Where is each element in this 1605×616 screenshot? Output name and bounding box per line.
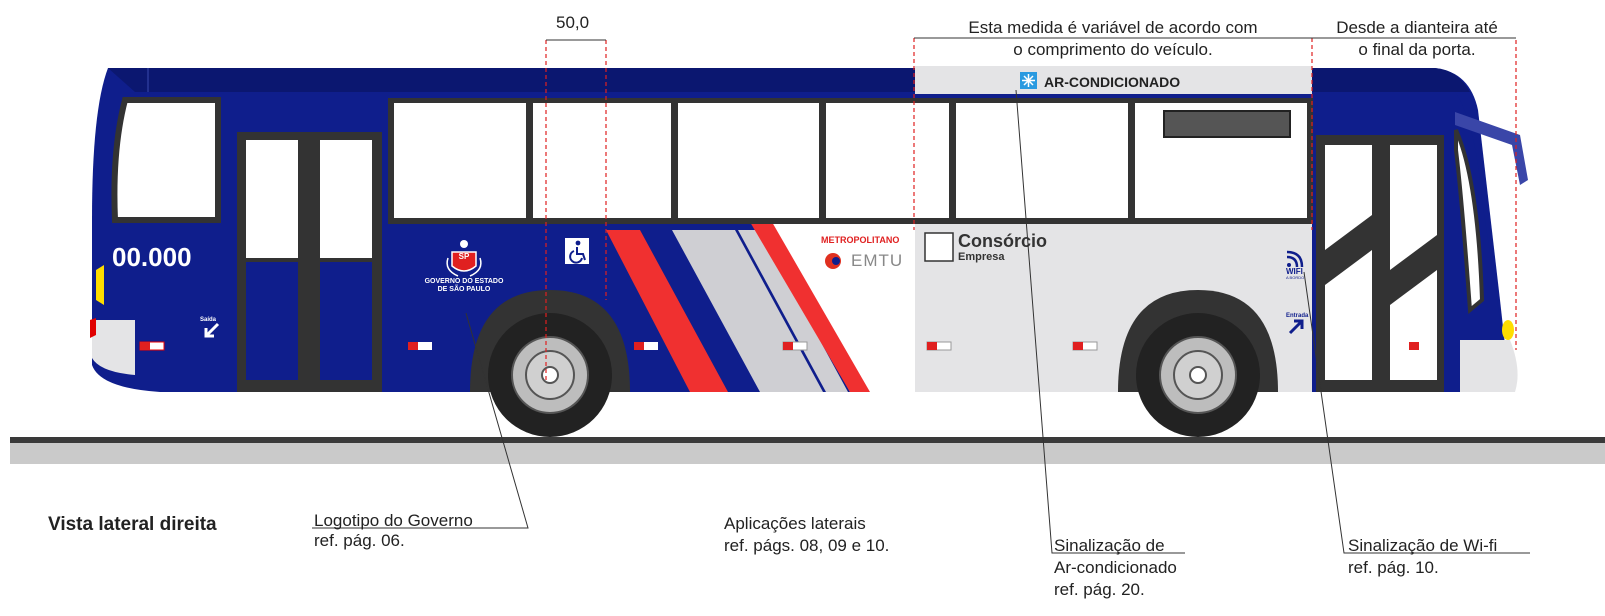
- callout-gov-title: Logotipo do Governo: [314, 511, 473, 530]
- rear-wheel: [488, 313, 612, 437]
- variable-measure-note-line1: Esta medida é variável de acordo com: [968, 18, 1258, 37]
- mirror: [1455, 112, 1528, 185]
- consorcio-label: Consórcio: [958, 231, 1048, 251]
- front-bumper: [1460, 340, 1518, 392]
- callout-leaders: [312, 89, 1530, 554]
- ac-band-label: AR-CONDICIONADO: [1044, 74, 1181, 90]
- callout-ac-title2: Ar-condicionado: [1054, 558, 1177, 577]
- side-destination-display: [1163, 110, 1291, 138]
- wifi-sub-label: A BORDO: [1286, 275, 1305, 280]
- entry-arrow-icon: [1288, 319, 1304, 335]
- stripe-grey-2: [738, 230, 848, 392]
- gov-logo-line2: DE SÃO PAULO: [437, 286, 491, 293]
- stripe-grey-1: [672, 230, 823, 392]
- entry-label: Entrada: [1286, 313, 1309, 319]
- callout-wifi-title: Sinalização de Wi-fi: [1348, 536, 1498, 555]
- emtu-label: EMTU: [851, 251, 904, 270]
- stripe-red-2: [750, 222, 870, 392]
- fleet-number: 00.000: [112, 242, 192, 272]
- front-to-door-note-line2: o final da porta.: [1358, 40, 1476, 59]
- dimension-guides: [545, 38, 1517, 380]
- empresa-label: Empresa: [958, 251, 1005, 263]
- callout-side-ref: ref. págs. 08, 09 e 10.: [724, 536, 890, 555]
- callout-side-title: Aplicações laterais: [724, 514, 866, 533]
- wifi-label: WIFI: [1286, 267, 1303, 276]
- front-wheel: [1136, 313, 1260, 437]
- gov-logo-initials: SP: [458, 252, 470, 261]
- exit-label: Saída: [200, 317, 217, 323]
- side-marker-lights: [139, 341, 1433, 351]
- gov-logo-line1: GOVERNO DO ESTADO: [424, 278, 504, 285]
- ac-band: [915, 66, 1312, 94]
- wifi-icon: [1286, 250, 1304, 268]
- sp-coat-of-arms-icon: [446, 240, 482, 277]
- front-to-door-note-line1: Desde a dianteira até: [1336, 18, 1498, 37]
- callout-wifi-ref: ref. pág. 10.: [1348, 558, 1439, 577]
- metropolitano-label: METROPOLITANO: [821, 235, 900, 245]
- white-panel: [760, 220, 915, 392]
- exit-arrow-icon: [204, 322, 220, 338]
- dimension-label: 50,0: [556, 13, 590, 32]
- view-title: Vista lateral direita: [48, 514, 217, 535]
- rear-window: [111, 97, 221, 223]
- windshield: [1454, 129, 1485, 315]
- variable-measure-note-line2: o comprimento do veículo.: [1013, 40, 1213, 59]
- front-light: [1502, 320, 1514, 340]
- callout-ac-ref: ref. pág. 20.: [1054, 580, 1145, 599]
- rear-bumper: [92, 320, 135, 375]
- rear-light: [96, 265, 104, 305]
- callout-ac-title: Sinalização de: [1054, 536, 1165, 555]
- road-surface: [10, 443, 1605, 464]
- stripe-red-1: [606, 230, 728, 392]
- ground-line: [10, 437, 1605, 443]
- consorcio-logo-placeholder: [924, 232, 954, 262]
- callout-gov-ref: ref. pág. 06.: [314, 531, 405, 550]
